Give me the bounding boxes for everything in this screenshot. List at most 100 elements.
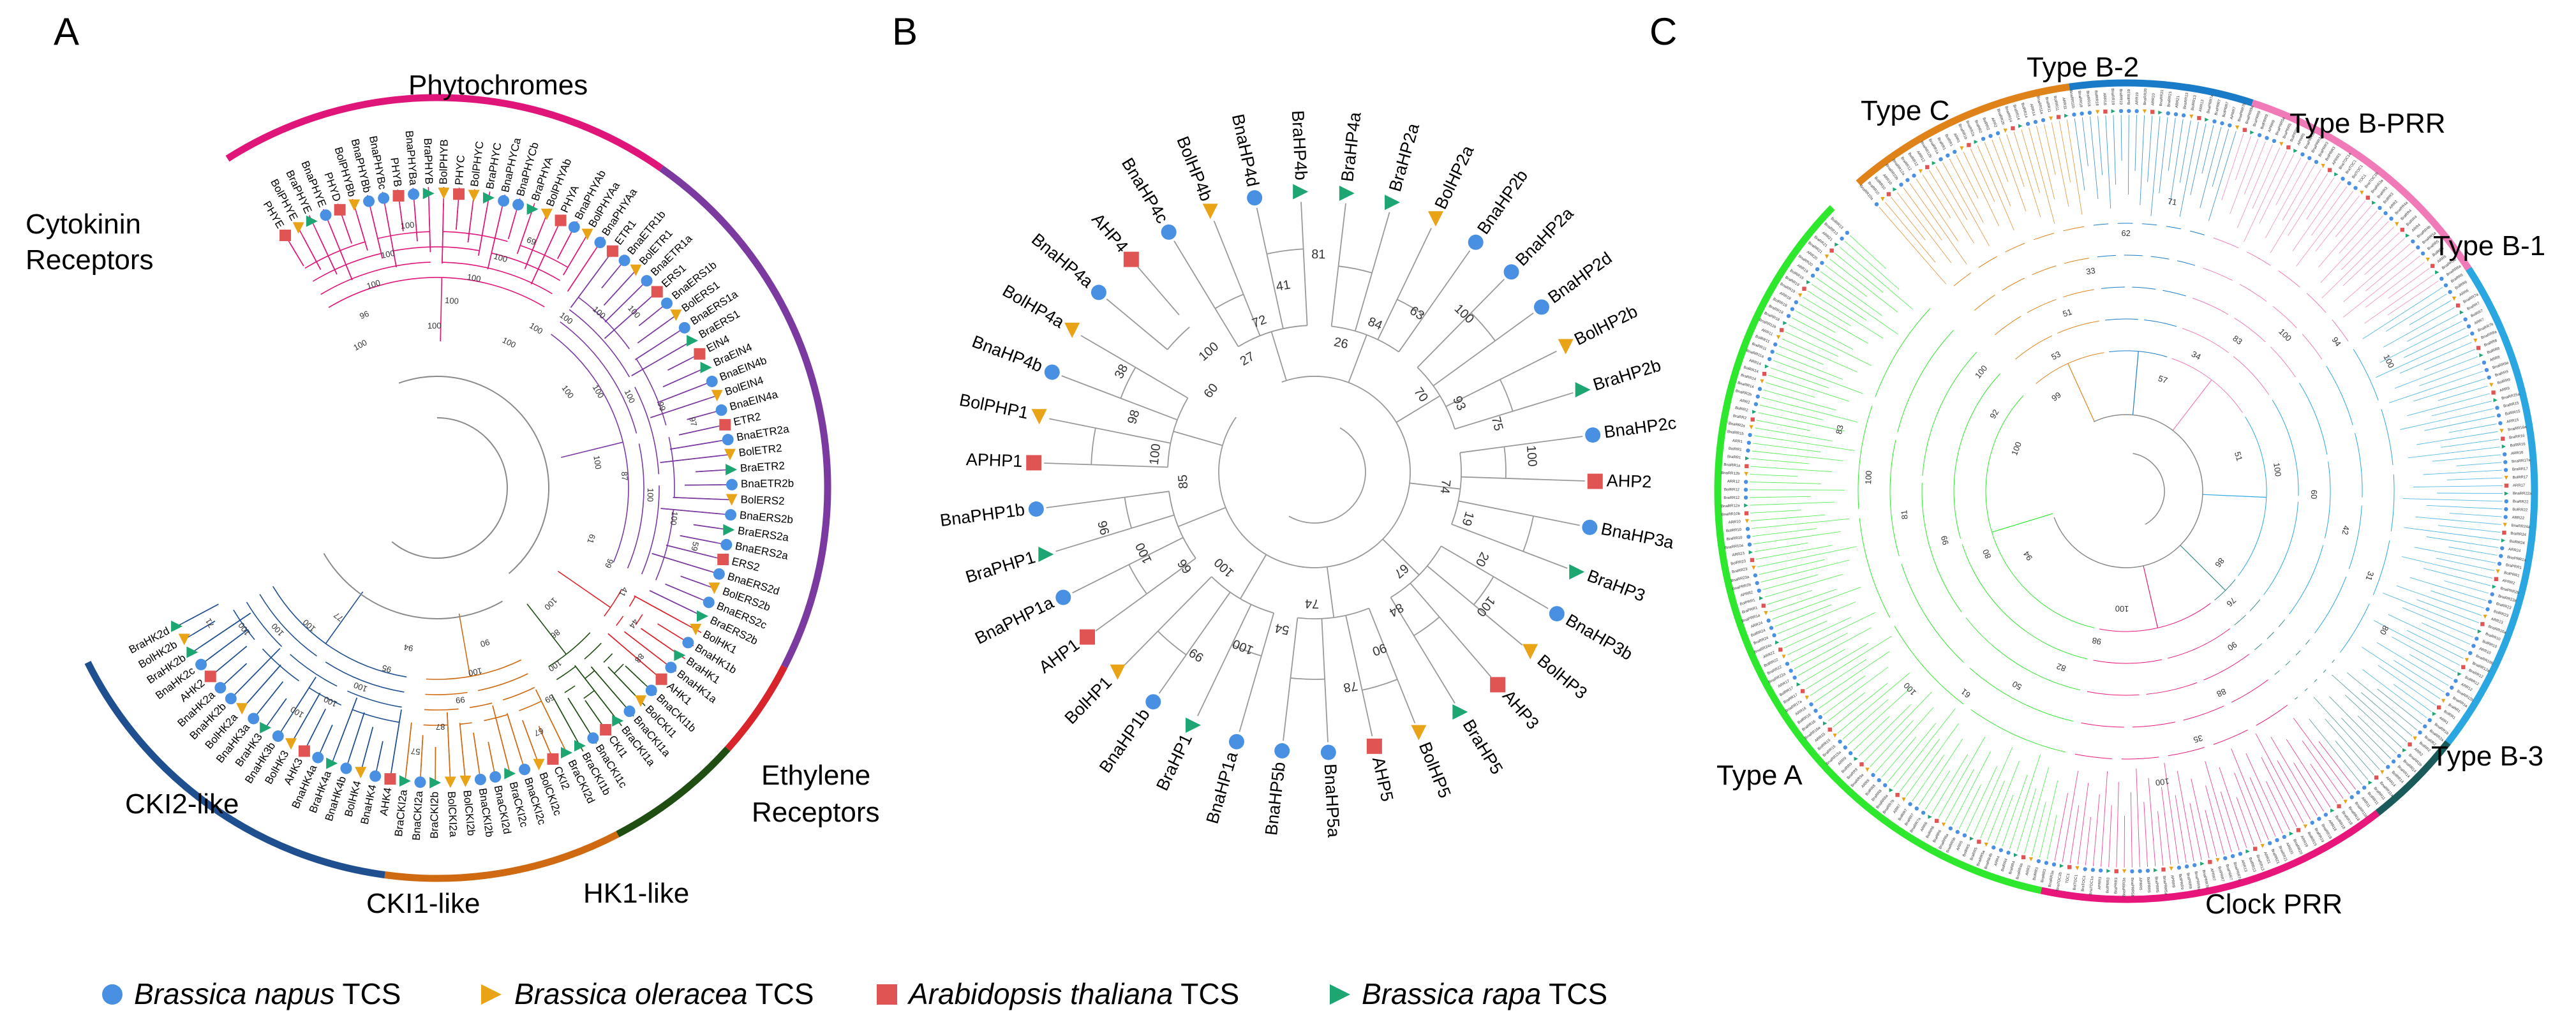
leaf-marker — [1411, 725, 1427, 741]
branch-tip — [2116, 781, 2119, 868]
branch-arc — [1214, 293, 1244, 309]
leaf-marker — [1080, 629, 1096, 645]
branch-tip — [2404, 327, 2466, 358]
branch-stem — [308, 215, 338, 275]
leaf-marker — [1745, 519, 1750, 524]
leaf-marker — [1874, 202, 1879, 207]
branch-stem — [488, 741, 496, 778]
leaf-label: BnaPRR1a — [2506, 556, 2526, 563]
leaf-label: BraPHYB — [422, 138, 435, 184]
leaf-marker — [1587, 473, 1603, 489]
leaf-label: BnaRR14 — [2004, 106, 2013, 123]
branch-stem — [693, 524, 729, 531]
clade-arc-cyto — [84, 660, 385, 878]
branch-tip — [1124, 608, 1181, 665]
bootstrap-value: 96 — [1096, 519, 1113, 536]
bootstrap-value: 100 — [288, 705, 305, 720]
bootstrap-value: 100 — [468, 666, 483, 678]
branch-arc — [477, 673, 528, 691]
leaf-marker — [1745, 456, 1750, 461]
branch-arc — [1523, 515, 1534, 552]
branch-stem — [447, 712, 451, 783]
leaf-marker — [725, 509, 737, 521]
bootstrap-value: 51 — [2062, 307, 2073, 319]
leaf-marker — [1746, 448, 1750, 453]
leaf-marker — [236, 703, 248, 715]
branch-tip — [2230, 138, 2259, 214]
branch-tip — [1935, 166, 1968, 220]
branch-arc — [1859, 518, 1891, 618]
bootstrap-value: 69 — [543, 692, 556, 705]
leaf-marker — [2114, 869, 2118, 874]
branch-arc — [2015, 335, 2053, 360]
leaf-marker — [1767, 357, 1772, 362]
leaf-marker — [1854, 757, 1858, 761]
leaf-marker — [722, 434, 734, 446]
leaf-marker — [1582, 519, 1598, 535]
branch-tip — [2378, 665, 2436, 706]
legend-item-thaliana: Arabidopsis thaliana TCS — [877, 977, 1239, 1010]
leaf-marker — [489, 771, 502, 783]
branch-tip — [1984, 142, 2011, 207]
leaf-marker — [2504, 491, 2509, 496]
leaf-label: BraRR21 — [2270, 848, 2280, 865]
leaf-marker — [1031, 409, 1047, 425]
branch-tip — [1768, 374, 1850, 402]
branch-arc — [2294, 697, 2298, 700]
leaf-marker — [1946, 153, 1950, 158]
leaf-marker — [1366, 738, 1382, 754]
branch-tip — [2432, 454, 2501, 462]
branch-arc — [584, 642, 602, 660]
branch-tip — [1493, 539, 1568, 569]
leaf-label: ARR6 — [2459, 289, 2469, 298]
leaf-marker — [2238, 852, 2243, 856]
leaf-marker — [1984, 843, 1988, 847]
leaf-marker — [2386, 765, 2390, 769]
leaf-label: ARR12 — [1727, 480, 1740, 484]
leaf-label: ARR11 — [2061, 97, 2067, 110]
leaf-marker — [1452, 704, 1468, 720]
root-arc — [1288, 427, 1366, 524]
branch-tip — [1912, 754, 1945, 801]
branch-tip — [1095, 593, 1147, 632]
svg-text:Brassica oleracea TCS: Brassica oleracea TCS — [514, 977, 814, 1010]
leaf-marker — [1828, 727, 1832, 732]
branch-tip — [1376, 212, 1390, 258]
leaf-marker — [1247, 190, 1263, 206]
root-arc — [2053, 414, 2203, 568]
branch-tip — [2140, 115, 2145, 205]
leaf-marker — [2310, 820, 2314, 825]
branch-tip — [1815, 277, 1898, 335]
branch-stem — [382, 191, 397, 267]
leaf-label: BnaRR5b — [1946, 837, 1957, 854]
leaf-marker — [700, 362, 712, 374]
branch-tip — [1864, 691, 1932, 762]
leaf-label: BnaHP2a — [1512, 203, 1577, 270]
leaf-marker — [630, 264, 642, 276]
bootstrap-value: 61 — [1959, 687, 1972, 700]
bootstrap-value: 86 — [2213, 556, 2226, 570]
branch-arc — [2263, 501, 2298, 595]
bootstrap-value: 71 — [204, 617, 216, 630]
species-legend: Brassica napus TCS Brassica oleracea TCS… — [102, 977, 1607, 1010]
branch-arc — [1157, 630, 1187, 656]
bootstrap-value: 61 — [585, 533, 597, 544]
branch-arc — [2064, 258, 2090, 264]
branch-arc — [1974, 294, 1995, 311]
leaf-marker — [1773, 342, 1778, 347]
branch-stem — [1326, 566, 1335, 618]
leaf-label: BolPRR7 — [2222, 101, 2230, 117]
branch-stem — [442, 187, 445, 264]
bootstrap-value: 92 — [1988, 408, 2000, 420]
bootstrap-value: 34 — [2190, 349, 2203, 362]
branch-stem — [631, 340, 693, 376]
branch-tip — [2031, 801, 2046, 856]
branch-arc — [2254, 643, 2263, 651]
branch-tip — [2387, 281, 2439, 316]
leaf-label: BraRR17 — [2512, 467, 2529, 471]
leaf-label: BolRR11 — [2053, 96, 2059, 112]
leaf-label: BnaHP5b — [1262, 761, 1289, 836]
leaf-label: BnaPRR5a — [2162, 876, 2168, 896]
branch-tip — [2409, 654, 2453, 679]
branch-tip — [2339, 211, 2378, 254]
